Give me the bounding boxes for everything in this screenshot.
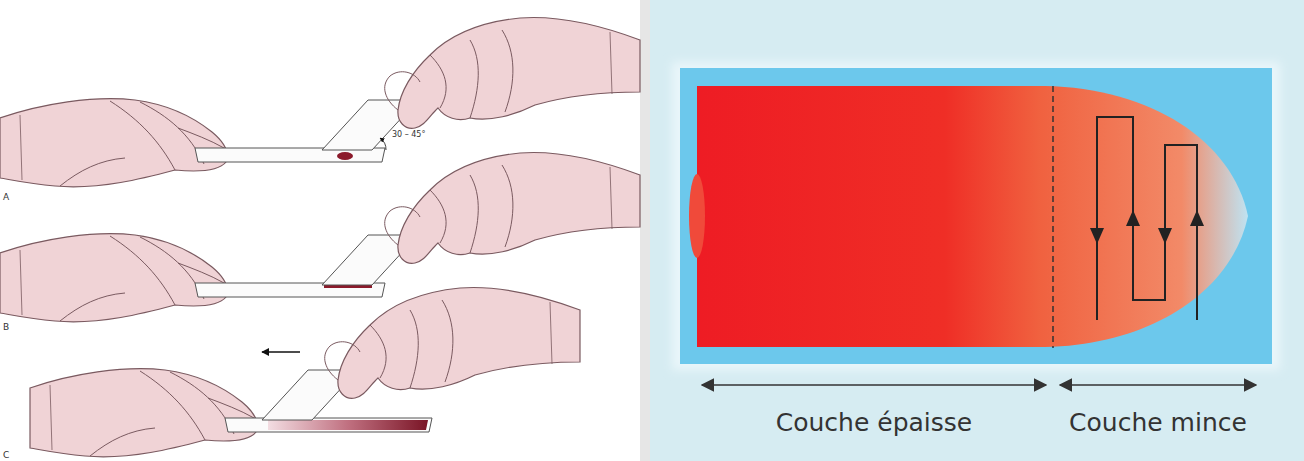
reading-path [1090, 117, 1204, 320]
dimension-arrow [1060, 384, 1256, 386]
layer-boundary [1052, 86, 1054, 348]
dimension-arrow [702, 384, 1046, 386]
slide-glow [672, 62, 1280, 370]
panel-background [0, 0, 642, 461]
step-letter: C [3, 450, 9, 460]
blood-film [697, 86, 1248, 347]
step-letter: A [3, 192, 9, 202]
panel-background [650, 0, 1304, 461]
step-letter: B [3, 322, 9, 332]
step-c-drawing [30, 287, 580, 456]
glass-slide [680, 68, 1272, 364]
blood-drop-edge [689, 174, 705, 258]
step-b-drawing [0, 152, 640, 321]
layer-label: Couche mince [1069, 408, 1247, 437]
layer-label: Couche épaisse [776, 408, 972, 437]
panel-shadow [640, 0, 650, 461]
angle-label: 30 – 45° [392, 130, 425, 139]
